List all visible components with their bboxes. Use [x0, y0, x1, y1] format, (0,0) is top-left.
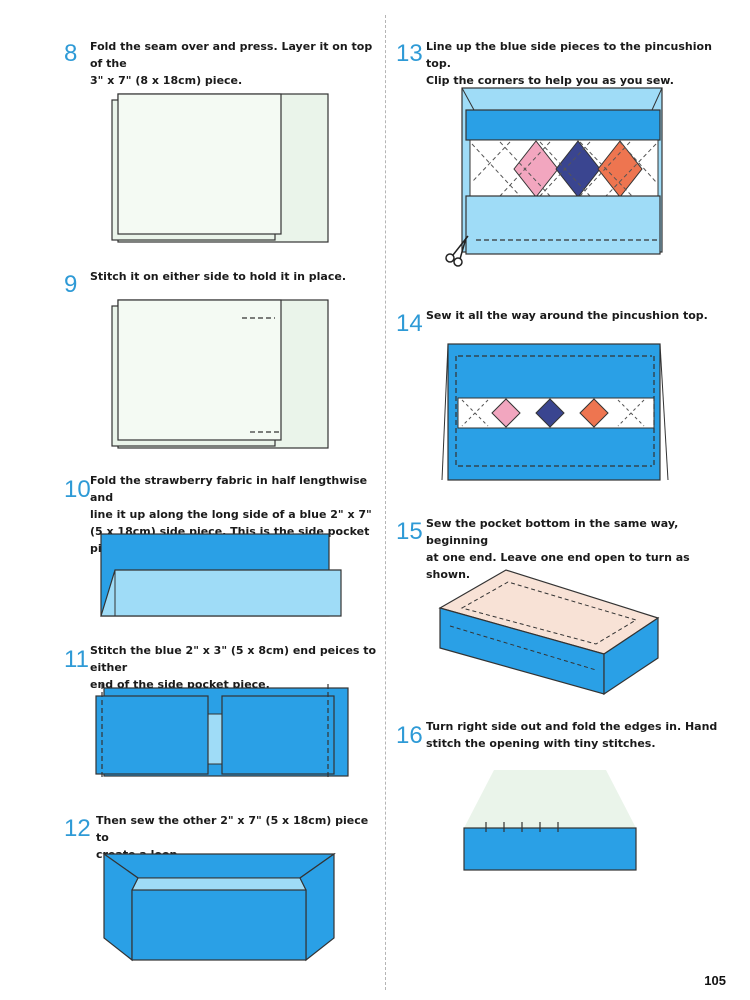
step-15-text: Sew the pocket bottom in the same way, b…: [426, 517, 690, 581]
top-fabric-piece: [117, 93, 282, 235]
step-13-text: Line up the blue side pieces to the pinc…: [426, 40, 712, 87]
loop-top-back: [102, 853, 336, 879]
step-9-illustration: [111, 299, 329, 449]
pincushion-top-fabric: [464, 770, 636, 828]
step-14-text: Sew it all the way around the pincushion…: [426, 309, 708, 322]
end-piece-right: [221, 695, 335, 775]
loop-front: [131, 889, 307, 961]
step-16-number: 16: [396, 722, 423, 749]
step-14-illustration: [441, 343, 669, 481]
step-8-illustration: [111, 93, 329, 243]
strawberry-fabric-fold: [100, 569, 342, 617]
blue-band-top: [465, 109, 661, 141]
step-14-number: 14: [396, 310, 423, 337]
step-12-text: Then sew the other 2" x 7" (5 x 18cm) pi…: [96, 814, 369, 861]
pocket-end-side: [603, 616, 659, 696]
step-13-number: 13: [396, 40, 423, 67]
step-8-number: 8: [64, 40, 78, 67]
step-16-illustration: [463, 770, 637, 871]
step-12-number: 12: [64, 815, 91, 842]
diamond-orange: [597, 140, 643, 198]
step-16-text: Turn right side out and fold the edges i…: [426, 720, 718, 750]
scissors-icon: [445, 235, 469, 267]
blue-side-front: [465, 195, 661, 255]
pincushion-side: [463, 827, 637, 871]
end-piece-left: [95, 695, 209, 775]
step-12-illustration: [102, 852, 336, 962]
step-15-number: 15: [396, 518, 423, 545]
step-10-illustration: [100, 533, 342, 617]
page-number: 105: [704, 973, 726, 988]
step-9-text: Stitch it on either side to hold it in p…: [90, 270, 347, 283]
step-13-illustration: [445, 87, 663, 267]
step-11-illustration: [95, 684, 349, 780]
step-11-number: 11: [64, 646, 89, 673]
column-divider: [385, 15, 386, 990]
step-8-text: Fold the seam over and press. Layer it o…: [90, 40, 373, 87]
step-15-illustration: [438, 569, 660, 696]
step-9-number: 9: [64, 271, 78, 298]
step-10-number: 10: [64, 476, 91, 503]
